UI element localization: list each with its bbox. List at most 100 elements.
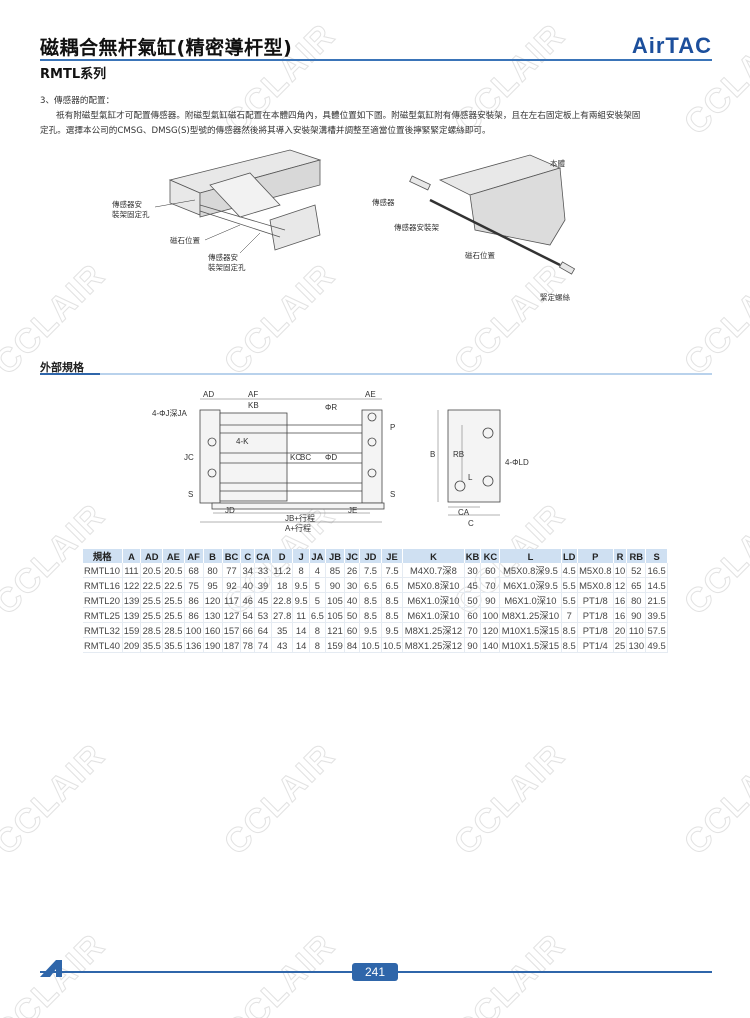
table-cell: 7.5	[381, 563, 404, 578]
table-cell: 86	[184, 592, 204, 608]
sensor-heading: 3、傳感器的配置：	[40, 96, 115, 106]
table-cell: 84	[344, 637, 361, 653]
table-cell: RMTL32	[83, 622, 123, 638]
table-cell: 68	[184, 563, 204, 578]
label-sensor: 傳感器	[372, 197, 395, 207]
dim-kb: KB	[248, 401, 259, 410]
column-header: AF	[184, 549, 204, 563]
table-cell: 14	[292, 637, 310, 653]
dim-r: ΦR	[325, 403, 337, 412]
dim-ld: 4-ΦLD	[505, 458, 529, 467]
table-cell: PT1/8	[577, 607, 614, 623]
table-cell: 95	[203, 577, 223, 593]
table-cell: 9.5	[359, 622, 382, 638]
table-cell: RMTL10	[83, 563, 123, 578]
table-cell: 25	[613, 637, 628, 653]
table-cell: 16.5	[645, 563, 668, 578]
table-cell: 70	[480, 577, 501, 593]
table-cell: 8.5	[359, 592, 382, 608]
table-cell: 190	[203, 637, 223, 653]
table-cell: 40	[344, 592, 361, 608]
table-cell: 49.5	[645, 637, 668, 653]
table-cell: M5X0.8深10	[402, 577, 465, 593]
table-cell: 28.5	[140, 622, 164, 638]
section-title: 外部規格	[40, 361, 84, 374]
table-cell: 160	[203, 622, 223, 638]
table-cell: 5.5	[561, 577, 578, 593]
dim-ad: AD	[203, 390, 214, 399]
airtac-a-logo	[40, 960, 62, 977]
table-cell: 77	[222, 563, 242, 578]
table-cell: 5	[309, 592, 327, 608]
table-cell: 21.5	[645, 592, 668, 608]
dim-b: B	[430, 450, 435, 459]
column-header: RB	[626, 549, 647, 563]
table-cell: 130	[203, 607, 223, 623]
table-cell: 6.5	[309, 607, 327, 623]
table-cell: 33	[254, 563, 272, 578]
table-cell: 27.8	[271, 607, 294, 623]
table-cell: 22.5	[140, 577, 164, 593]
table-cell: 159	[325, 637, 345, 653]
table-cell: 7.5	[359, 563, 382, 578]
watermark: CCLAIR	[676, 736, 750, 863]
table-cell: 105	[325, 607, 345, 623]
table-cell: 92	[222, 577, 242, 593]
table-cell: 11.2	[271, 563, 294, 578]
table-cell: 16	[613, 592, 628, 608]
section-divider	[40, 373, 712, 375]
table-cell: 111	[122, 563, 142, 578]
column-header: AD	[140, 549, 164, 563]
sensor-text-line2: 定孔。選擇本公司的CMSG、DMSG(S)型號的傳感器然後將其導入安裝架溝槽并調…	[40, 126, 491, 136]
sensor-position-diagram-left: 傳感器安 裝架固定孔 磁石位置 傳感器安 裝架固定孔	[112, 149, 322, 272]
dim-k: 4-K	[236, 437, 249, 446]
column-header: JD	[359, 549, 382, 563]
table-cell: 121	[325, 622, 345, 638]
table-cell: 35.5	[140, 637, 164, 653]
table-cell: M8X1.25深12	[402, 622, 465, 638]
table-cell: 136	[184, 637, 204, 653]
table-cell: 80	[626, 592, 647, 608]
table-cell: 8.5	[561, 637, 578, 653]
dim-d: ΦD	[325, 453, 337, 462]
table-cell: 28.5	[162, 622, 185, 638]
table-cell: 35.5	[162, 637, 185, 653]
dim-p: P	[390, 423, 395, 432]
table-cell: 10	[613, 563, 628, 578]
table-cell: 5	[309, 577, 327, 593]
table-cell: 25.5	[162, 592, 185, 608]
watermark: CCLAIR	[676, 256, 750, 383]
table-cell: 8	[309, 637, 327, 653]
table-cell: 100	[184, 622, 204, 638]
table-cell: M8X1.25深12	[402, 637, 465, 653]
table-cell: 6.5	[381, 577, 404, 593]
table-cell: 75	[184, 577, 204, 593]
table-cell: M6X1.0深9.5	[499, 577, 562, 593]
table-cell: 110	[626, 622, 647, 638]
brand-logo: AirTAC	[631, 33, 712, 58]
column-header: B	[203, 549, 223, 563]
table-cell: RMTL16	[83, 577, 123, 593]
table-cell: 122	[122, 577, 142, 593]
column-header: L	[499, 549, 562, 563]
watermark: CCLAIR	[676, 496, 750, 623]
page-title: 磁耦合無杆氣缸(精密導杆型)	[40, 37, 293, 59]
table-cell: 139	[122, 592, 142, 608]
table-cell: 10.5	[381, 637, 404, 653]
dim-rb: RB	[453, 450, 464, 459]
table-cell: 25.5	[140, 592, 164, 608]
label-bracket-hole-lower-2: 裝架固定孔	[208, 262, 246, 272]
table-cell: M8X1.25深10	[499, 607, 562, 623]
table-cell: 60	[464, 607, 482, 623]
table-cell: 35	[271, 622, 294, 638]
table-cell: 34	[240, 563, 256, 578]
table-cell: 90	[626, 607, 647, 623]
dim-c: C	[468, 519, 474, 528]
table-cell: 157	[222, 622, 242, 638]
table-cell: 120	[203, 592, 223, 608]
table-cell: 64	[254, 622, 272, 638]
table-cell: M10X1.5深15	[499, 637, 562, 653]
